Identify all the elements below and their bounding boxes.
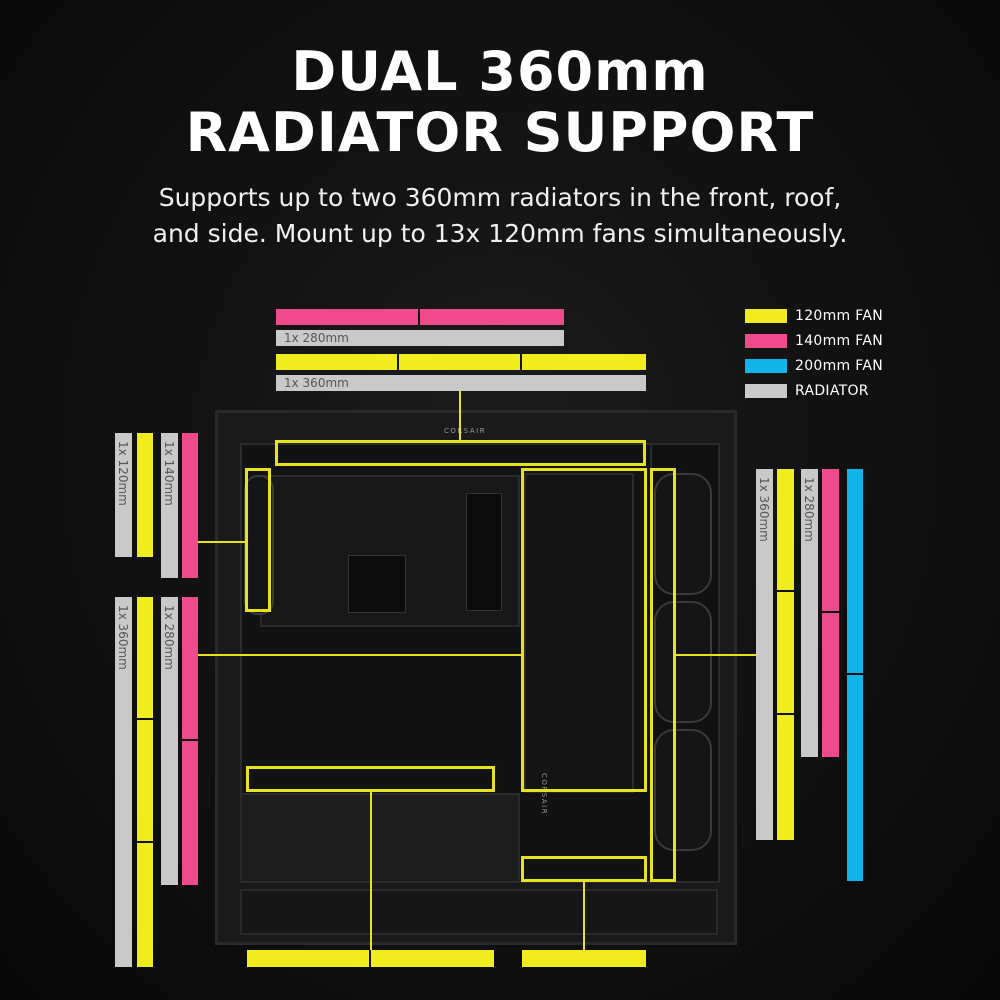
cpu-cutout [348, 555, 406, 613]
rear-mount-outline [245, 468, 271, 612]
top-leader-line [459, 391, 461, 440]
rear-140mm-fan [182, 433, 198, 578]
left-radiator-280mm: 1x 280mm [161, 597, 178, 885]
bottom-psu-120mm-fan [522, 950, 646, 967]
left-120mm-fan-2 [137, 720, 153, 843]
left-140mm-fan-2 [182, 741, 198, 885]
case-brand-logo: CORSAIR [444, 427, 487, 435]
top-120mm-fan-3 [522, 354, 646, 370]
side-mount-outline [521, 468, 647, 792]
side-radiator-280mm: 1x 280mm [801, 469, 818, 757]
legend-swatch-blue [745, 359, 787, 373]
subtitle-line-2: and side. Mount up to 13x 120mm fans sim… [152, 219, 848, 248]
side-bracket [524, 473, 634, 793]
legend-200mm-fan: 200mm FAN [745, 358, 883, 374]
bottom-mount-outline [246, 766, 495, 792]
grommet [466, 493, 502, 611]
left-140mm-fan-1 [182, 597, 198, 741]
bottom-leader-line [370, 792, 372, 950]
legend-label: 120mm FAN [795, 308, 883, 324]
left-radiator-360mm: 1x 360mm [115, 597, 132, 967]
case-brand-vertical: CORSAIR [540, 773, 548, 816]
side-140mm-fan-2 [822, 613, 839, 757]
legend-label: 140mm FAN [795, 333, 883, 349]
subtitle-line-1: Supports up to two 360mm radiators in th… [158, 183, 842, 212]
legend-140mm-fan: 140mm FAN [745, 333, 883, 349]
psu-shroud [240, 793, 520, 883]
left-120mm-fan-1 [137, 597, 153, 720]
top-120mm-fan-2 [399, 354, 522, 370]
legend-label: RADIATOR [795, 383, 869, 399]
side-120mm-fan-3 [777, 715, 794, 840]
psu-leader-line [583, 882, 585, 950]
front-fan-2-icon [654, 601, 712, 723]
front-fan-3-icon [654, 729, 712, 851]
side-radiator-360mm: 1x 360mm [756, 469, 773, 840]
rear-radiator-120mm: 1x 120mm [115, 433, 132, 557]
bottom-120mm-fan-2 [371, 950, 494, 967]
left-leader-line [198, 654, 521, 656]
side-120mm-fan-2 [777, 592, 794, 715]
top-radiator-360mm: 1x 360mm [276, 375, 646, 391]
left-120mm-fan-3 [137, 843, 153, 967]
side-120mm-fan-1 [777, 469, 794, 592]
side-200mm-fan-1 [847, 469, 863, 675]
legend-swatch-yellow [745, 309, 787, 323]
bottom-120mm-fan-1 [247, 950, 371, 967]
psu-mount-outline [521, 856, 647, 882]
top-140mm-fan-1 [276, 309, 420, 325]
title-line-2: RADIATOR SUPPORT [185, 101, 815, 164]
rear-leader-line [198, 541, 245, 543]
rear-radiator-140mm: 1x 140mm [161, 433, 178, 578]
front-mount-outline [650, 468, 676, 882]
legend-swatch-pink [745, 334, 787, 348]
legend-swatch-grey [745, 384, 787, 398]
front-fan-1-icon [654, 473, 712, 595]
side-140mm-fan-1 [822, 469, 839, 613]
legend-radiator: RADIATOR [745, 383, 869, 399]
right-leader-line [676, 654, 756, 656]
title-line-1: DUAL 360mm [291, 40, 709, 103]
top-120mm-fan-1 [276, 354, 399, 370]
rear-120mm-fan [137, 433, 153, 557]
top-140mm-fan-2 [420, 309, 564, 325]
top-mount-outline [275, 440, 646, 466]
top-radiator-280mm: 1x 280mm [276, 330, 564, 346]
case-feet [240, 889, 718, 935]
legend-120mm-fan: 120mm FAN [745, 308, 883, 324]
side-200mm-fan-2 [847, 675, 863, 881]
legend-label: 200mm FAN [795, 358, 883, 374]
